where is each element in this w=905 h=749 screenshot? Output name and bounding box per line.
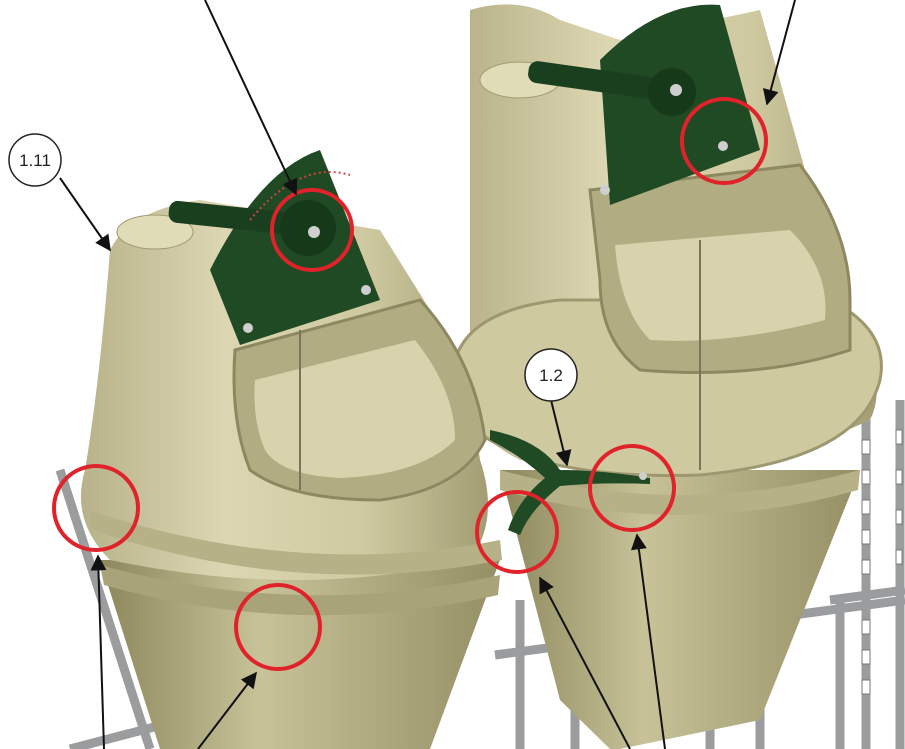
leader-arrows: [59, 0, 796, 749]
arrow-up-clamp-right: [630, 533, 666, 749]
arrow-up-clamp-left: [539, 576, 631, 749]
arrow-1-2-leader: [550, 399, 572, 467]
arrow-to-left-knob: [204, 0, 298, 196]
highlight-left-knob: [270, 188, 354, 272]
frame-slots: [861, 429, 903, 695]
left-hopper-band-lower: [100, 565, 500, 616]
highlight-left-rim: [52, 464, 140, 552]
arrow-up-left-rim: [90, 554, 107, 749]
central-clamp-bracket: [490, 430, 650, 535]
highlight-left-front: [234, 583, 322, 671]
highlight-clamp-left: [475, 490, 559, 574]
highlight-right-bolt: [680, 97, 768, 185]
right-adjustment-mechanism: [528, 4, 760, 205]
right-hopper: [451, 4, 883, 749]
left-hopper-inlet-inner: [254, 340, 455, 478]
callout-1-11: 1.11: [8, 133, 62, 187]
right-hopper-band: [500, 470, 860, 515]
right-hopper-cone: [500, 470, 860, 749]
arrow-up-left-front: [197, 671, 257, 749]
left-hopper-cap: [116, 214, 194, 250]
callout-label: 1.2: [539, 366, 563, 385]
left-hopper: [80, 200, 502, 749]
left-hopper-band: [88, 510, 502, 575]
callout-1-2: 1.2: [524, 348, 578, 402]
arrow-to-right-bolt: [763, 0, 796, 106]
callout-label: 1.11: [19, 151, 51, 170]
highlight-circles: [52, 97, 768, 671]
right-hopper-inlet-inner: [615, 230, 826, 341]
highlight-clamp-right: [588, 444, 676, 532]
arrow-1-11-leader: [59, 177, 111, 252]
